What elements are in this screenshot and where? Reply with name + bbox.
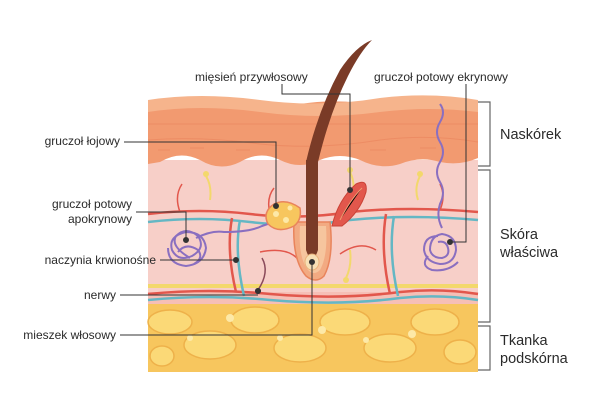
leader-lines [120, 84, 467, 336]
hypodermis-layer [147, 300, 478, 372]
hair-follicle [293, 160, 332, 281]
epidermis-label: Naskórek [500, 127, 562, 143]
layer-brackets [478, 101, 491, 371]
arrector-pili-muscle [331, 181, 367, 227]
blood-vessels-label: naczynia krwionośne [44, 253, 156, 267]
blood-vessels [147, 183, 479, 304]
hypodermis-label-line2: podskórna [500, 351, 568, 367]
hair-shaft [306, 40, 372, 162]
arrector-pili-label: mięsień przywłosowy [195, 70, 308, 84]
eccrine-gland-label: gruczoł potowy ekrynowy [374, 70, 509, 84]
hair-follicle-label: mieszek włosowy [23, 328, 116, 342]
apocrine-gland-label-line2: apokrynowy [67, 212, 132, 226]
dermis-label-line2: właściwa [500, 245, 559, 261]
hypodermis-label-line1: Tkanka [500, 333, 548, 349]
dermis-label-line1: Skóra [500, 227, 538, 243]
sebaceous-gland-label: gruczoł łojowy [44, 134, 120, 148]
epidermis-layer [147, 95, 479, 167]
apocrine-gland-label-line1: gruczoł potowy [51, 197, 132, 211]
nerves-label: nerwy [83, 288, 116, 302]
eccrine-gland [422, 103, 459, 272]
sebaceous-gland [265, 201, 302, 231]
